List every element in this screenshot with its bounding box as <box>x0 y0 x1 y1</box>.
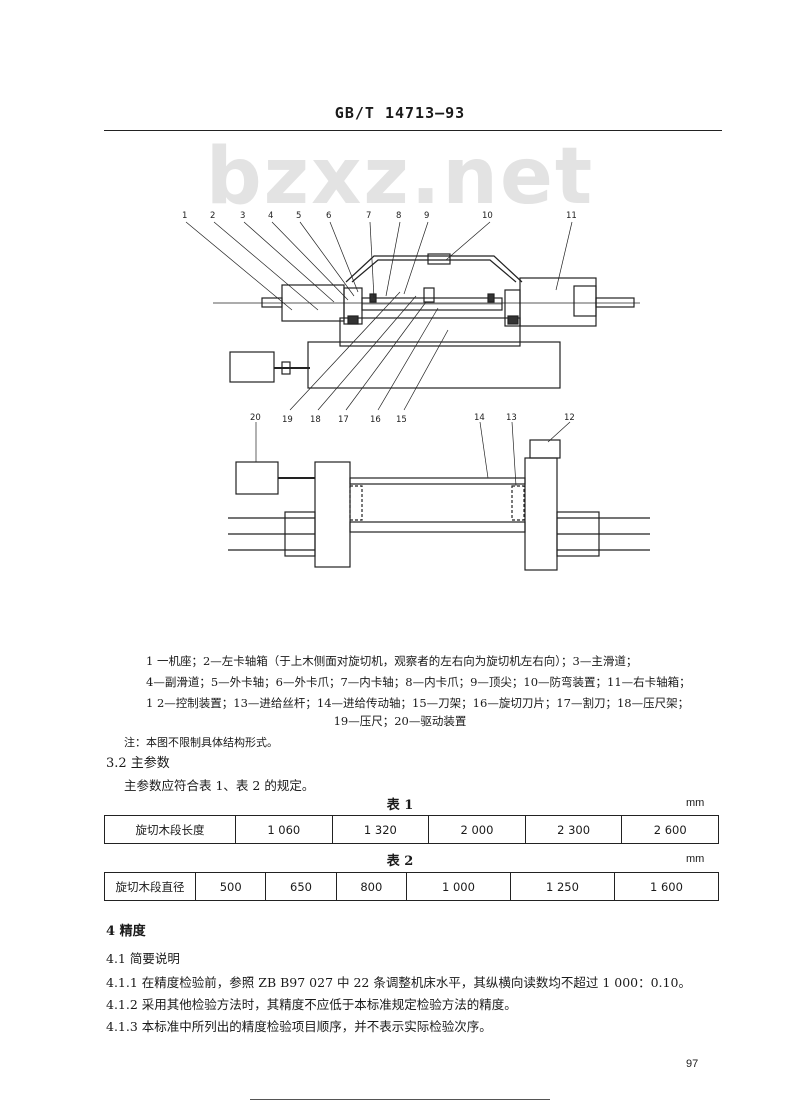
table-cell: 500 <box>194 872 267 901</box>
table2-label: 旋切木段直径 <box>104 872 196 901</box>
header-rule <box>104 130 722 131</box>
section-4-1-2: 4.1.2 采用其他检验方法时，其精度不应低于本标准规定检验方法的精度。 <box>106 997 517 1012</box>
table2-unit: mm <box>686 853 705 865</box>
watermark: bzxz.net <box>205 132 595 222</box>
table-cell: 1 060 <box>235 815 333 844</box>
table-cell: 650 <box>265 872 337 901</box>
callout-9: 9 <box>424 211 429 221</box>
callout-12: 12 <box>564 413 575 423</box>
table-row: 旋切木段直径 500 650 800 1 000 1 250 1 600 <box>104 872 720 901</box>
callout-18: 18 <box>310 415 321 425</box>
callout-4: 4 <box>268 211 273 221</box>
table-cell: 1 250 <box>509 872 615 901</box>
table-cell: 1 000 <box>405 872 511 901</box>
page-number: 97 <box>686 1058 699 1070</box>
table1-title: 表 1 <box>386 798 414 813</box>
section-4-1-1: 4.1.1 在精度检验前，参照 ZB B97 027 中 22 条调整机床水平，… <box>106 975 691 990</box>
table1-label: 旋切木段长度 <box>104 815 236 844</box>
callout-labels: 1 2 3 4 5 6 7 8 9 10 11 19 18 17 16 15 2… <box>182 211 577 425</box>
standard-number: GB/T 14713—93 <box>334 104 466 122</box>
lathe-drawing: 1 2 3 4 5 6 7 8 9 10 11 19 18 17 16 15 2… <box>182 211 650 571</box>
table2-title: 表 2 <box>386 854 414 869</box>
callout-2: 2 <box>210 211 215 221</box>
callout-17: 17 <box>338 415 349 425</box>
callout-20: 20 <box>250 413 261 423</box>
section-4-heading: 4 精度 <box>106 924 146 939</box>
table-cell: 2 300 <box>524 815 623 844</box>
caption-line-3: 1 2—控制装置；13—进给丝杆；14—进给传动轴；15—刀架；16—旋切刀片；… <box>146 696 690 710</box>
table1-unit: mm <box>686 797 705 809</box>
callout-7: 7 <box>366 211 371 221</box>
caption-line-1: 1 一机座；2—左卡轴箱（于上木侧面对旋切机，观察者的左右向为旋切机左右向）；3… <box>146 654 638 668</box>
section-3-2-heading: 3.2 主参数 <box>106 756 170 771</box>
table-cell: 800 <box>335 872 407 901</box>
callout-3: 3 <box>240 211 245 221</box>
table-cell: 2 600 <box>621 815 719 844</box>
section-3-2-intro: 主参数应符合表 1、表 2 的规定。 <box>124 778 315 793</box>
table1: 旋切木段长度 1 060 1 320 2 000 2 300 2 600 <box>104 815 719 844</box>
table-cell: 1 320 <box>331 815 430 844</box>
section-4-1-3: 4.1.3 本标准中所列出的精度检验项目顺序，并不表示实际检验次序。 <box>106 1019 492 1034</box>
callout-1: 1 <box>182 211 187 221</box>
front-view <box>185 221 640 411</box>
table2: 旋切木段直径 500 650 800 1 000 1 250 1 600 <box>104 872 720 901</box>
callout-5: 5 <box>296 211 301 221</box>
callout-6: 6 <box>326 211 331 221</box>
callout-13: 13 <box>506 413 517 423</box>
bottom-rule <box>250 1099 550 1100</box>
caption-line-4: 19—压尺；20—驱动装置 <box>333 714 467 728</box>
figure-note: 注：本图不限制具体结构形式。 <box>124 736 278 749</box>
plan-view <box>228 421 650 571</box>
table-row: 旋切木段长度 1 060 1 320 2 000 2 300 2 600 <box>104 815 719 844</box>
callout-11: 11 <box>566 211 577 221</box>
caption-line-2: 4—副滑道；5—外卡轴；6—外卡爪；7—内卡轴；8—内卡爪；9—顶尖；10—防弯… <box>146 675 691 689</box>
callout-19: 19 <box>282 415 293 425</box>
table-cell: 2 000 <box>428 815 526 844</box>
callout-8: 8 <box>396 211 401 221</box>
section-4-1-heading: 4.1 简要说明 <box>106 951 180 966</box>
callout-10: 10 <box>482 211 493 221</box>
callout-15: 15 <box>396 415 407 425</box>
table-cell: 1 600 <box>613 872 720 901</box>
callout-14: 14 <box>474 413 485 423</box>
callout-16: 16 <box>370 415 381 425</box>
